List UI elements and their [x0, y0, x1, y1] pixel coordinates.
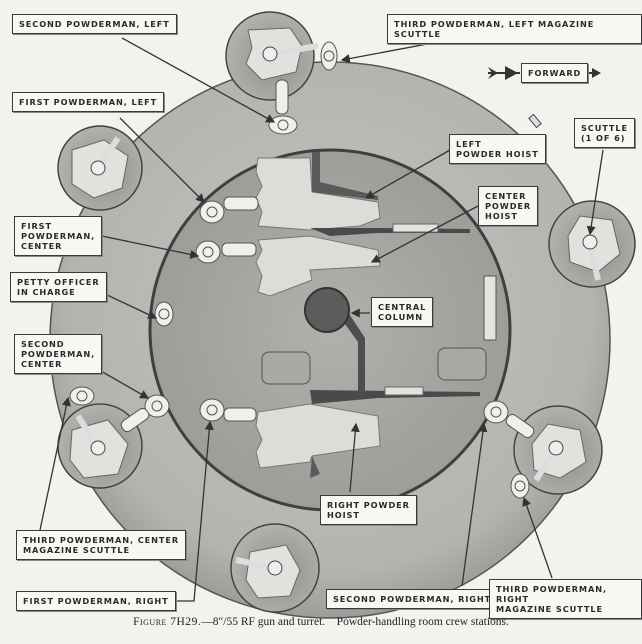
right-hoist-rail	[384, 386, 424, 396]
leader-scuttle	[586, 149, 604, 236]
leader-third-powderman-right	[522, 496, 553, 579]
leader-third-powderman-center	[39, 396, 71, 531]
ring-door	[483, 275, 497, 341]
scuttle-center-magazine	[57, 403, 143, 489]
crew-second-powderman-left	[268, 79, 298, 135]
label-first-powderman-right: First powderman, right	[16, 591, 176, 611]
leader-second-powderman-left	[121, 37, 276, 123]
scuttle-left-outer	[57, 125, 143, 211]
label-first-powderman-center: First powderman, center	[14, 216, 103, 256]
leader-center-powder-hoist	[370, 205, 479, 263]
label-first-powderman-left: First powderman, left	[12, 92, 165, 112]
floor-hatch-right	[437, 347, 487, 381]
label-forward: FORWARD	[521, 63, 589, 83]
label-third-powderman-left-scuttle: Third powderman, left magazine scuttle	[387, 14, 642, 44]
right-powder-hoist	[255, 386, 480, 478]
crew-first-powderman-center	[195, 240, 257, 264]
crew-third-powderman-left	[320, 41, 338, 71]
crew-third-powderman-center	[69, 386, 95, 406]
crew-first-powderman-left	[199, 196, 259, 224]
leader-first-powderman-left	[119, 117, 205, 203]
label-second-powderman-center: Second powderman, center	[14, 334, 103, 374]
leader-petty-officer	[104, 293, 158, 319]
leader-second-powderman-right	[461, 422, 488, 587]
label-third-powderman-right-scuttle: Third powderman, right magazine scuttle	[489, 579, 642, 619]
label-center-powder-hoist: Center powder hoist	[478, 186, 539, 226]
caption-text: Powder-handling room crew stations.	[336, 616, 509, 628]
leader-left-powder-hoist	[364, 149, 451, 199]
label-third-powderman-center-scuttle: Third powderman, center magazine scuttle	[16, 530, 187, 560]
caption-subject: 8″/55 RF gun and turret.	[212, 616, 326, 628]
leader-right-powder-hoist	[349, 422, 360, 493]
label-second-powderman-left: Second powderman, left	[12, 14, 177, 34]
label-scuttle: Scuttle (1 of 6)	[574, 118, 636, 148]
scuttle-left-magazine	[225, 11, 319, 101]
leader-first-powderman-center	[91, 233, 200, 259]
center-hoist-rail	[392, 223, 439, 233]
scuttle-1-of-6	[548, 200, 636, 288]
shell-bracket	[528, 113, 542, 129]
caption-number: Figure 7H29.	[133, 616, 202, 628]
left-powder-hoist	[255, 152, 381, 231]
caption-dash: —	[201, 616, 213, 628]
label-petty-officer: Petty officer in charge	[10, 272, 107, 302]
scuttle-bottom	[230, 523, 320, 613]
crew-third-powderman-right	[510, 473, 530, 499]
crew-first-powderman-right	[199, 398, 257, 422]
label-left-powder-hoist: Left powder hoist	[449, 134, 546, 164]
center-powder-hoist	[255, 223, 470, 297]
forward-arrow-icon	[488, 66, 601, 80]
crew-second-powderman-center	[120, 394, 170, 433]
crew-second-powderman-right	[483, 400, 535, 439]
crew-petty-officer	[154, 301, 174, 327]
central-column	[304, 287, 350, 333]
figure-caption: Figure 7H29.—8″/55 RF gun and turret. Po…	[0, 616, 642, 628]
label-right-powder-hoist: Right powder hoist	[320, 495, 417, 525]
label-central-column: Central column	[371, 297, 434, 327]
scuttle-right-magazine	[513, 405, 603, 495]
floor-hatch-left	[261, 351, 311, 385]
label-second-powderman-right: Second powderman, right	[326, 589, 499, 609]
